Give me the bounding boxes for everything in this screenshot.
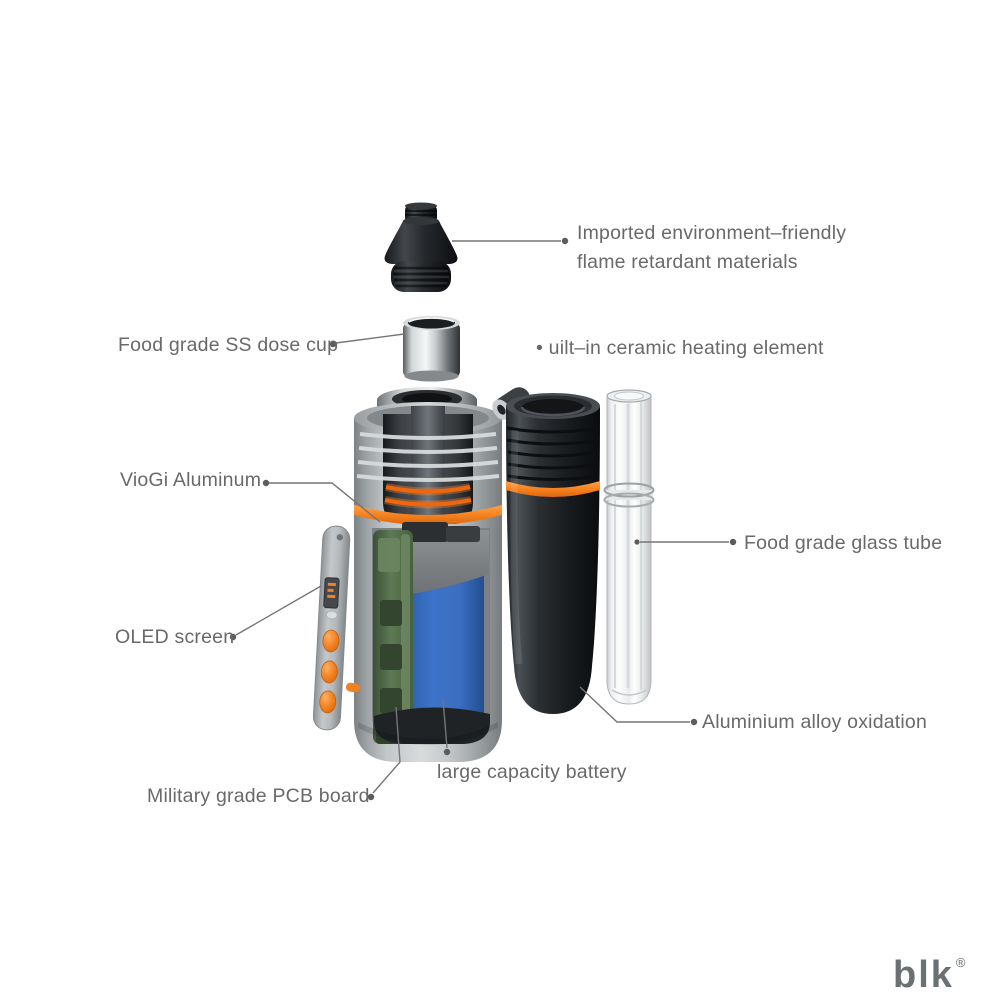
body-orange-band (354, 505, 502, 525)
leader-dose-cup (329, 333, 405, 348)
leader-lines (229, 237, 737, 801)
oled-button (319, 690, 337, 714)
brand-logo: blk® (893, 941, 966, 997)
oled-display (323, 577, 340, 609)
leader-pcb (367, 706, 401, 801)
oled-button (320, 660, 338, 684)
oled-button (322, 629, 340, 653)
mouthpiece-part (384, 202, 458, 292)
leader-mouthpiece (452, 237, 569, 245)
label-pcb-board: Military grade PCB board (147, 785, 370, 807)
label-mouthpiece-material-line2: flame retardant materials (577, 251, 798, 273)
heating-chamber-cutaway (383, 406, 473, 524)
label-battery: large capacity battery (437, 761, 627, 783)
battery-part (400, 522, 489, 732)
leader-battery (442, 698, 451, 756)
leader-oled (229, 585, 322, 641)
label-mouthpiece-material-line1: Imported environment–friendly (577, 222, 847, 244)
oled-strip-nub (345, 682, 360, 693)
brand-logo-text: blk (893, 954, 954, 996)
tube-orange-band (506, 481, 600, 497)
label-glass-tube: Food grade glass tube (744, 532, 943, 554)
oled-strip-part (312, 525, 351, 731)
label-viogi-aluminum: VioGi Aluminum (120, 469, 262, 491)
dose-cup-part (403, 316, 460, 382)
label-heating-element: • uilt–in ceramic heating element (536, 337, 824, 359)
label-dose-cup: Food grade SS dose cup (118, 334, 339, 356)
label-mouthpiece-material: Imported environment–friendly flame reta… (577, 219, 846, 277)
leader-viogi (262, 479, 381, 523)
glass-tube-part (603, 389, 655, 705)
label-alu-oxidation: Aluminium alloy oxidation (702, 711, 928, 733)
black-tube-part (492, 387, 600, 714)
label-oled-screen: OLED screen (115, 626, 235, 648)
registered-mark: ® (955, 955, 966, 970)
leader-glass-tube (634, 538, 737, 546)
main-body-part (354, 387, 502, 762)
leader-alu-oxidation (579, 686, 698, 726)
